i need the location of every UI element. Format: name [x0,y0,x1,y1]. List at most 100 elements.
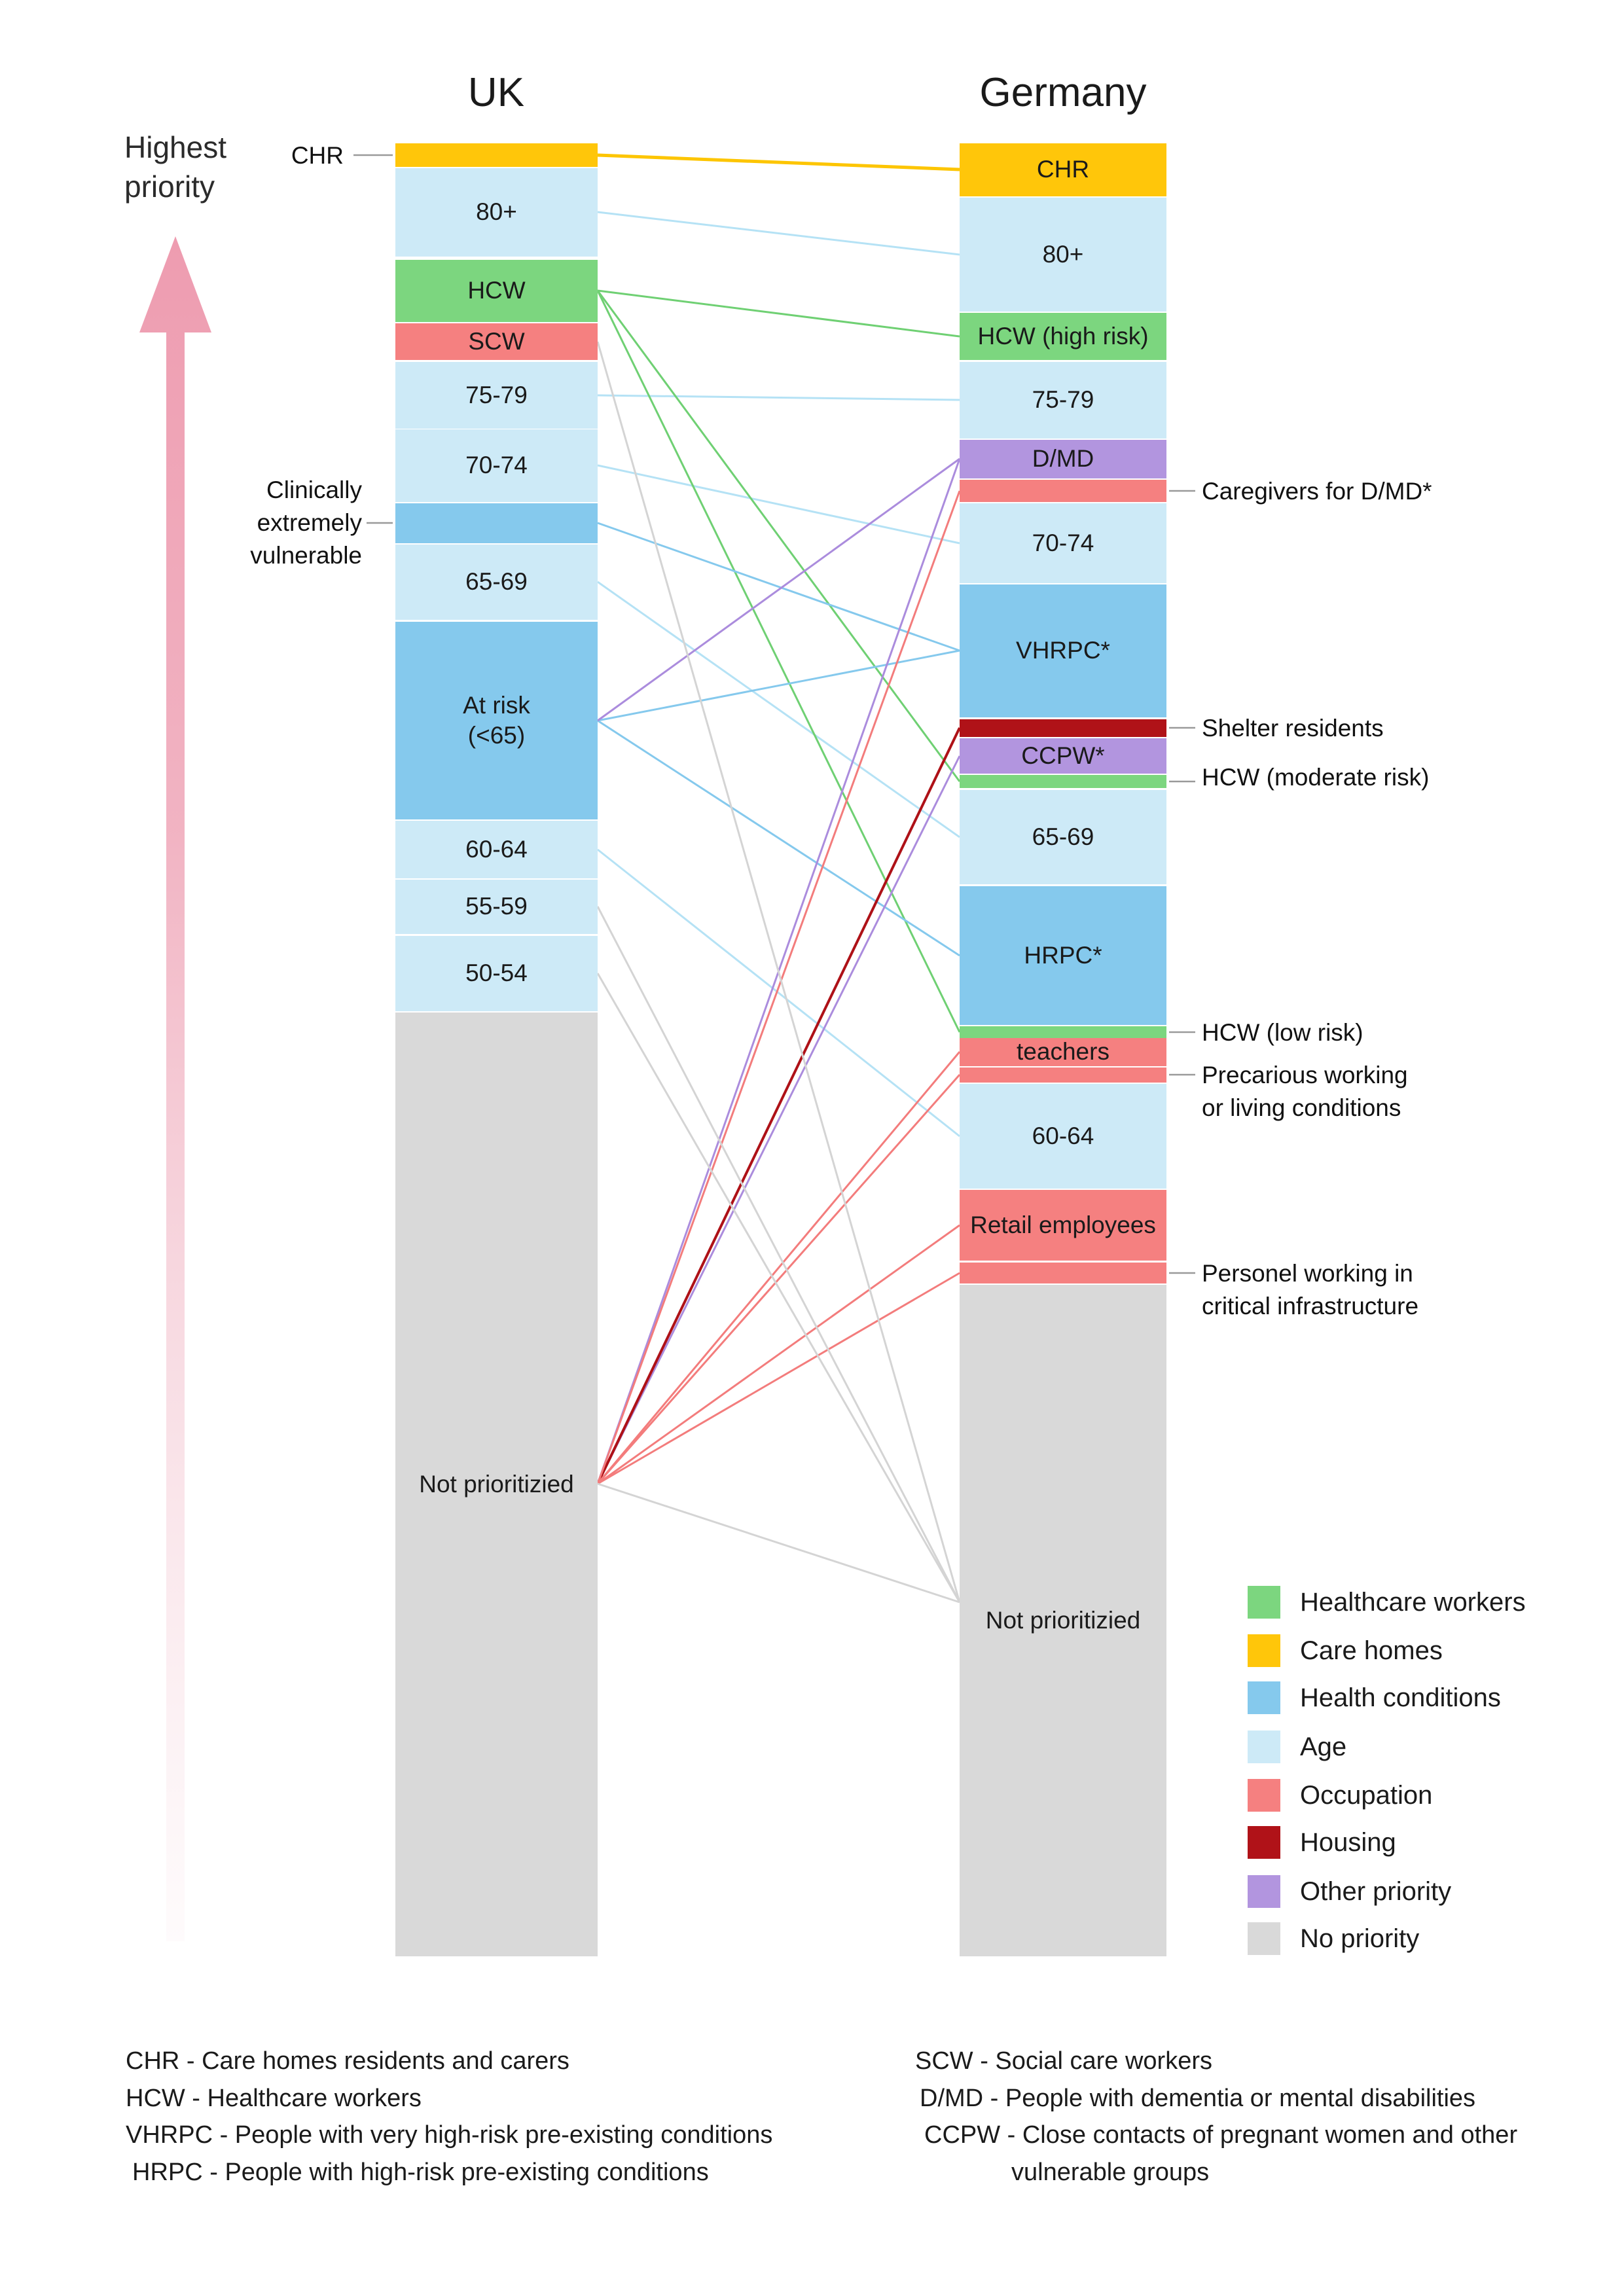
legend-item-no-priority: No priority [1248,1922,1419,1955]
link-atrisk-hrpc [597,719,960,957]
germany-segment-hcw-low-risk [960,1026,1166,1038]
germany-segment-not-prioritized: Not prioritizied [960,1285,1166,1956]
segment-label: 70-74 [465,452,528,479]
germany-segment-teachers: teachers [960,1038,1166,1066]
side-label-de-hcw-low: HCW (low risk) [1202,1019,1363,1046]
link-notpri-precarious [596,1074,961,1484]
germany-segment-60-64: 60-64 [960,1084,1166,1189]
segment-label: HRPC* [1024,941,1102,969]
footnote-vhrpc-people-with-very: VHRPC - People with very high-risk pre-e… [126,2121,773,2149]
link-60-60 [597,848,960,1138]
germany-segment-chr: CHR [960,143,1166,196]
segment-label: 75-79 [1032,386,1094,414]
footnote-d-md-people-with-demen: D/MD - People with dementia or mental di… [920,2085,1476,2112]
uk-segment-65-69: 65-69 [395,545,598,620]
segment-label: At risk (<65) [463,691,530,749]
side-label-de-critical-infrastructure: Personel working in critical infrastruct… [1202,1260,1419,1319]
germany-segment-hrpc: HRPC* [960,886,1166,1025]
legend-label: Health conditions [1300,1683,1501,1712]
segment-label: 50-54 [465,960,528,987]
link-50-notpri [596,973,961,1603]
segment-label: CCPW* [1021,742,1105,769]
link-chr-chr [597,153,960,171]
segment-label: SCW [468,327,525,355]
link-65-65 [597,581,960,838]
legend-label: No priority [1300,1924,1420,1953]
uk-segment-hcw: HCW [395,260,598,322]
segment-label: 70-74 [1032,529,1094,556]
link-80-80 [597,211,960,256]
germany-column-title: Germany [979,70,1147,115]
segment-label: HCW [467,277,526,304]
uk-segment-55-59: 55-59 [395,880,598,934]
link-notpri-ccpw [596,755,961,1484]
segment-label: 65-69 [465,568,528,596]
uk-segment-not-prioritized: Not prioritizied [395,1013,598,1956]
uk-segment-clinically-extremely-vulnerable [395,503,598,543]
germany-segment-caregivers-for-dmd [960,480,1166,502]
footnote-scw-social-care-worker: SCW - Social care workers [915,2047,1212,2075]
germany-segment-70-74: 70-74 [960,503,1166,583]
uk-segment-50-54: 50-54 [395,936,598,1011]
uk-segment-70-74: 70-74 [395,429,598,502]
uk-column-title: UK [467,70,525,115]
highest-priority-label: Highest priority [124,130,226,204]
segment-label: 60-64 [465,835,528,863]
legend-label: Care homes [1300,1636,1443,1665]
link-75-75 [597,394,960,401]
uk-segment-80plus: 80+ [395,168,598,257]
uk-segment-60-64: 60-64 [395,821,598,878]
germany-segment-hcw-moderate-risk [960,775,1166,788]
column-uk: 80+ HCW SCW 75-79 70-74 65-69 At risk (<65) 60-… [395,0,598,2296]
germany-segment-critical-infrastructure [960,1263,1166,1283]
uk-segment-chr [395,143,598,167]
link-notpri-dmd [596,458,961,1484]
legend-swatch-age [1248,1731,1280,1763]
side-label-de-shelter-residents: Shelter residents [1202,715,1384,742]
link-atrisk-dmd [597,457,960,722]
link-notpri-notpri [597,1482,960,1604]
legend-swatch-health-conditions [1248,1681,1280,1714]
link-atrisk-vhrpc [597,649,960,722]
side-label-uk-clinically-extremely-vulnerable: Clinically extremely vulnerable [250,476,362,569]
legend-item-occupation: Occupation [1248,1779,1432,1812]
legend-swatch-other-priority [1248,1875,1280,1908]
legend-item-health-conditions: Health conditions [1248,1681,1501,1714]
segment-label: Not prioritizied [419,1470,574,1498]
segment-label: 80+ [476,198,517,226]
segment-label: D/MD [1032,445,1094,473]
side-label-de-precarious: Precarious working or living conditions [1202,1062,1408,1121]
legend-label: Other priority [1300,1876,1452,1906]
germany-segment-ccpw: CCPW* [960,738,1166,774]
legend-item-housing: Housing [1248,1826,1396,1859]
legend-label: Housing [1300,1827,1396,1857]
footnote-ccpw-close-contacts-of: CCPW - Close contacts of pregnant women … [924,2121,1518,2149]
germany-segment-precarious-conditions [960,1067,1166,1083]
legend-item-healthcare-workers: Healthcare workers [1248,1586,1526,1619]
segment-label: HCW (high risk) [977,322,1149,350]
link-notpri-teachers [596,1051,961,1484]
segment-label: 75-79 [465,381,528,408]
legend-swatch-housing [1248,1826,1280,1859]
legend-label: Occupation [1300,1780,1433,1810]
segment-label: Retail employees [970,1211,1156,1238]
germany-segment-80plus: 80+ [960,198,1166,312]
link-hcw-high [597,289,960,338]
germany-segment-75-79: 75-79 [960,362,1166,439]
side-label-uk-chr: CHR [291,142,344,169]
segment-label: VHRPC* [1016,637,1110,664]
link-notpri-critical [597,1272,960,1485]
germany-segment-65-69: 65-69 [960,790,1166,884]
segment-label: Not prioritizied [985,1606,1141,1634]
germany-segment-hcw-high-risk: HCW (high risk) [960,313,1166,360]
legend-swatch-no-priority [1248,1922,1280,1955]
segment-label: 80+ [1042,240,1084,268]
footnote-hrpc-people-with-high: HRPC - People with high-risk pre-existin… [132,2159,709,2186]
germany-segment-shelter-residents [960,719,1166,737]
link-cev-vhrpc [597,522,960,652]
legend-swatch-occupation [1248,1779,1280,1812]
link-hcw-low [596,290,961,1033]
side-label-de-caregivers: Caregivers for D/MD* [1202,478,1432,505]
uk-segment-75-79: 75-79 [395,362,598,429]
